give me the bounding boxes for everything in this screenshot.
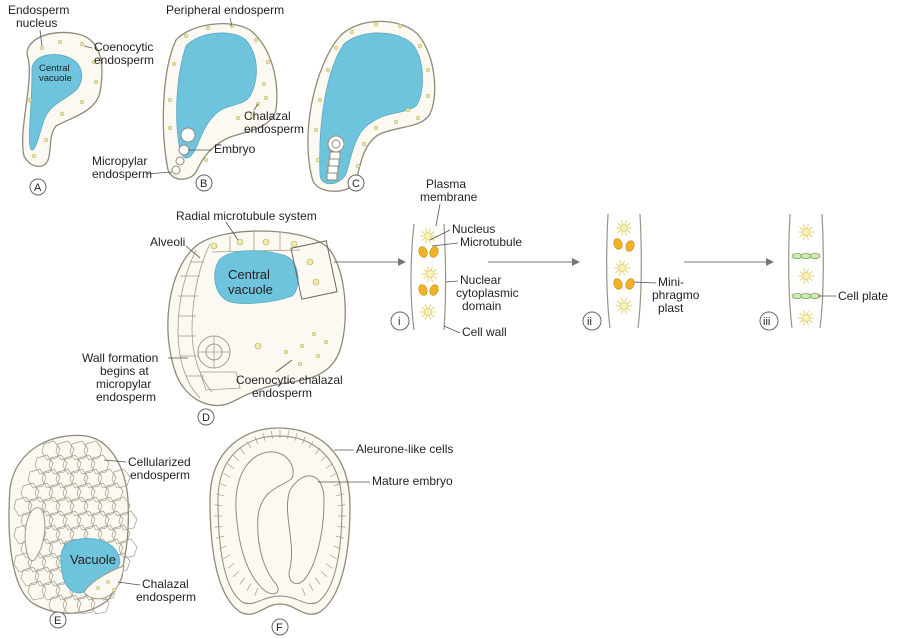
step-iii: Cell plate iii xyxy=(760,214,888,330)
leader-plasma xyxy=(436,204,440,226)
step-i-right-wall xyxy=(444,224,446,330)
label-wall-formation-3: micropylar xyxy=(96,377,151,391)
step-ii-microtubule-centers xyxy=(614,220,632,313)
label-cellularized-1: Cellularized xyxy=(128,455,191,469)
label-micropylar-2: endosperm xyxy=(92,167,152,181)
nucleus-ellipse xyxy=(428,283,439,296)
label-endosperm-nucleus-2: nucleus xyxy=(16,16,57,30)
nucleus-ellipse xyxy=(612,277,623,290)
label-alveoli: Alveoli xyxy=(150,235,185,249)
label-ncd-2: cytoplasmic xyxy=(456,286,519,300)
label-plasma-2: membrane xyxy=(420,190,478,204)
panel-e-tag: E xyxy=(54,615,61,627)
nucleus-ellipse xyxy=(417,245,428,258)
step-iii-microtubule-centers xyxy=(798,224,814,325)
panel-b-tag: B xyxy=(200,178,207,190)
label-embryo: Embryo xyxy=(214,142,256,156)
step-iii-tag: iii xyxy=(763,316,770,328)
label-miniphragmoplast-2: phragmo xyxy=(652,288,700,302)
step-iii-right-wall xyxy=(820,214,823,328)
label-miniphragmoplast-1: Mini- xyxy=(658,275,684,289)
label-central-vacuole-d-1: Central xyxy=(228,267,270,282)
label-cellularized-2: endosperm xyxy=(130,468,190,482)
step-i-microtubule-centers xyxy=(420,228,438,319)
label-cell-plate: Cell plate xyxy=(838,289,888,303)
label-ncd-1: Nuclear xyxy=(460,273,501,287)
label-peripheral-endosperm: Peripheral endosperm xyxy=(166,3,284,17)
step-ii-tag: ii xyxy=(587,316,592,328)
step-i-tag: i xyxy=(398,316,400,328)
step-ii: Mini- phragmo plast ii xyxy=(583,214,700,330)
label-aleurone: Aleurone-like cells xyxy=(356,442,453,456)
label-mature-embryo: Mature embryo xyxy=(372,474,453,488)
label-central-vacuole-d-2: vacuole xyxy=(228,282,273,297)
label-microtubule: Microtubule xyxy=(460,235,522,249)
panel-a-tag: A xyxy=(34,182,42,194)
label-coenocytic-chalazal-2: endosperm xyxy=(252,386,312,400)
label-ncd-3: domain xyxy=(462,299,501,313)
panel-d-tag: D xyxy=(202,412,210,424)
step-ii-left-wall xyxy=(607,214,610,328)
panel-e: Cellularized endosperm Vacuole Chalazal … xyxy=(9,435,196,628)
label-vacuole-e: Vacuole xyxy=(70,552,116,567)
label-chalazal-e-1: Chalazal xyxy=(142,577,189,591)
nucleus-ellipse xyxy=(417,283,428,296)
nucleus-ellipse xyxy=(624,277,635,290)
step-ii-right-wall xyxy=(638,214,641,328)
leader-miniphragmoplast xyxy=(634,282,656,283)
arrow-ii-to-iii-head xyxy=(766,258,774,266)
leader-cell-wall xyxy=(444,326,460,333)
microtubule-center xyxy=(614,260,630,275)
panel-b: Peripheral endosperm Chalazal endosperm … xyxy=(92,3,304,191)
nucleus-ellipse xyxy=(612,237,623,250)
label-radial-microtubule: Radial microtubule system xyxy=(176,209,317,223)
arrow-i-to-ii-head xyxy=(572,258,580,266)
label-micropylar-1: Micropylar xyxy=(92,154,147,168)
label-miniphragmoplast-3: plast xyxy=(658,301,684,315)
label-coenocytic-chalazal-1: Coenocytic chalazal xyxy=(236,373,343,387)
microtubule-center xyxy=(798,268,814,283)
panel-c-tag: C xyxy=(352,178,360,190)
microtubule-center xyxy=(616,220,632,235)
label-nucleus-i: Nucleus xyxy=(452,222,495,236)
label-chalazal-e-2: endosperm xyxy=(136,590,196,604)
microtubule-center xyxy=(420,304,436,319)
panel-f-tag: F xyxy=(276,622,283,634)
label-chalazal-b-1: Chalazal xyxy=(244,109,291,123)
arrow-d-to-i-head xyxy=(398,258,406,266)
label-cell-wall: Cell wall xyxy=(462,325,507,339)
leader-ncd xyxy=(446,281,458,282)
label-chalazal-b-2: endosperm xyxy=(244,122,304,136)
leader-chalazal-e xyxy=(118,582,140,585)
label-endosperm-nucleus-1: Endosperm xyxy=(8,3,69,17)
microtubule-center xyxy=(798,224,814,239)
label-wall-formation-2: begins at xyxy=(100,364,149,378)
label-coenocytic-2: endosperm xyxy=(94,53,154,67)
label-central-vacuole-a-2: vacuole xyxy=(39,73,72,84)
panel-d: Radial microtubule system Alveoli Centra… xyxy=(82,209,406,425)
microtubule-center xyxy=(420,228,436,243)
step-i-left-wall xyxy=(411,224,414,330)
label-plasma-1: Plasma xyxy=(426,177,466,191)
label-wall-formation-1: Wall formation xyxy=(82,351,158,365)
panel-c: C xyxy=(308,21,435,191)
panel-f: Aleurone-like cells Mature embryo F xyxy=(210,428,453,635)
nucleus-ellipse xyxy=(624,239,635,252)
step-ii-tag-circle xyxy=(583,312,601,330)
leader-nucleus-i xyxy=(430,230,450,240)
microtubule-center xyxy=(798,310,814,325)
step-iii-left-wall xyxy=(789,214,792,328)
nucleus-ellipse xyxy=(428,245,439,258)
step-i: Plasma membrane Nucleus Microtubule Nucl… xyxy=(391,177,522,339)
label-coenocytic-1: Coenocytic xyxy=(94,40,153,54)
microtubule-center xyxy=(616,298,632,313)
microtubule-center xyxy=(422,266,438,281)
label-wall-formation-4: endosperm xyxy=(96,390,156,404)
